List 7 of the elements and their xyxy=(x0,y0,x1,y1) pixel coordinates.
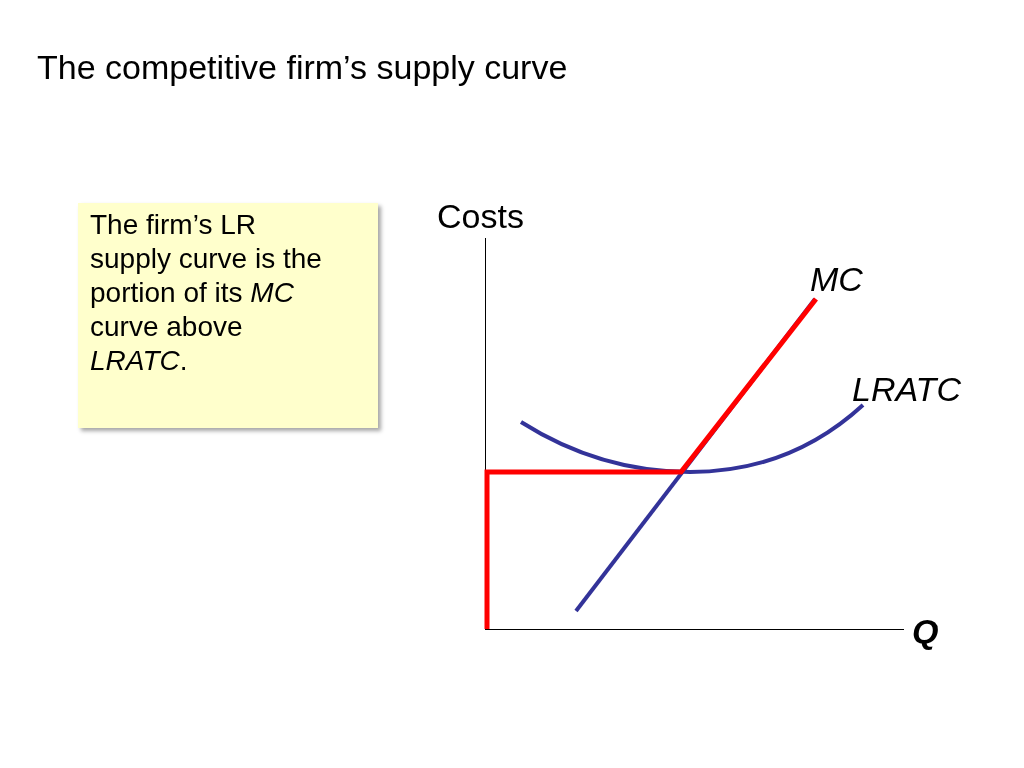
curve-label: LRATC xyxy=(852,372,961,406)
curve-label: MC xyxy=(810,262,863,296)
axis-label: Costs xyxy=(437,199,524,233)
note-box xyxy=(78,203,378,428)
title: The competitive firm’s supply curve xyxy=(37,50,568,84)
axis-label: Q xyxy=(912,614,939,648)
note-text: The firm’s LR supply curve is the portion of its MC curve above LRATC. xyxy=(90,208,323,378)
